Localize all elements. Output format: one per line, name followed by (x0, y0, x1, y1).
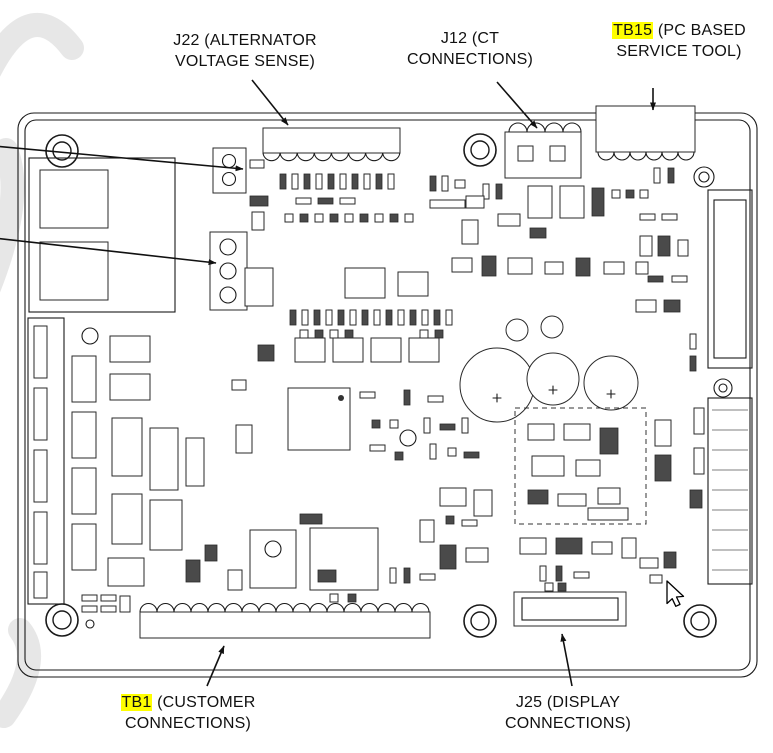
tb15-connector (595, 105, 696, 161)
upper-middle-ics (244, 219, 649, 307)
dashed-region (514, 407, 647, 525)
bottom-left-tiny-parts (81, 594, 131, 629)
tb1-highlight: TB1 (120, 694, 153, 711)
callout-tb15: TB15 (PC BASED SERVICE TOOL) (583, 20, 773, 62)
callout-tb15-line1-rest: (PC BASED (653, 22, 746, 39)
callout-tb1: TB1 (CUSTOMER CONNECTIONS) (88, 692, 288, 734)
arrow-j25 (560, 633, 573, 687)
callout-j12: J12 (CT CONNECTIONS) (390, 28, 550, 70)
callout-arrows (0, 79, 656, 687)
callout-tb1-line1: TB1 (CUSTOMER (88, 692, 288, 713)
tb1-connector (139, 603, 431, 639)
middle-component-rows (289, 309, 453, 339)
top-component-rows (279, 173, 466, 223)
callout-tb1-line2: CONNECTIONS) (125, 715, 251, 732)
left-terminal-column (27, 317, 99, 605)
bottom-center-relays (227, 513, 436, 603)
tb15-highlight: TB15 (612, 22, 654, 39)
callout-j12-line2: CONNECTIONS) (407, 51, 533, 68)
callout-j22-line1: J22 (ALTERNATOR (173, 32, 317, 49)
arrow-j12 (496, 81, 538, 129)
pcb-board (17, 105, 758, 678)
arrow-left-bottom (0, 237, 217, 266)
electrolytic-capacitors (459, 315, 639, 423)
callout-j22-line2: VOLTAGE SENSE) (174, 53, 316, 70)
j12-connector (504, 122, 582, 179)
callout-tb15-line2: SERVICE TOOL) (616, 43, 742, 60)
callout-tb1-line1-rest: (CUSTOMER (152, 694, 256, 711)
callout-j25-line2: CONNECTIONS) (505, 715, 631, 732)
arrow-left-top (0, 145, 244, 172)
power-section-components (519, 419, 677, 592)
callout-j22: J22 (ALTERNATOR VOLTAGE SENSE) (140, 30, 350, 72)
left-top-module (28, 147, 269, 313)
callout-j25: J25 (DISPLAY CONNECTIONS) (468, 692, 668, 734)
callout-tb15-line1: TB15 (PC BASED (583, 20, 773, 41)
arrow-j22 (251, 79, 289, 126)
top-right-components (465, 167, 689, 313)
mouse-cursor-icon (666, 580, 685, 607)
right-edge-modules (689, 189, 753, 585)
j22-connector (262, 127, 401, 162)
center-chip-area (231, 337, 480, 461)
callout-j25-line1: J25 (DISPLAY (515, 694, 621, 711)
j25-connector (513, 591, 627, 627)
callout-j12-line1: J12 (CT (440, 30, 500, 47)
arrow-tb1 (206, 645, 225, 687)
center-right-cluster (419, 487, 493, 570)
left-middle-components (107, 335, 218, 587)
mounting-holes (45, 133, 733, 638)
